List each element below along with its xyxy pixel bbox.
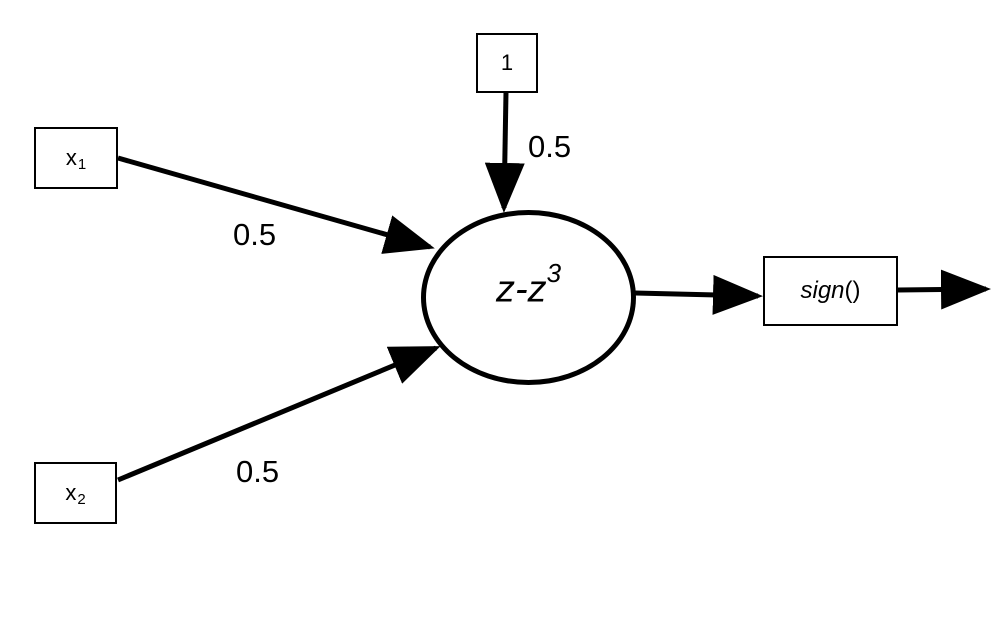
neuron-activation-label: z-z3 (495, 260, 561, 311)
edge-sign-to-output (897, 269, 991, 310)
weight-bias-label: 0.5 (528, 129, 572, 164)
input-x2-subscript: 2 (77, 490, 86, 508)
bias-input-box: 1 (476, 33, 538, 93)
input-x2-base: x (65, 480, 77, 505)
weight-x2-label: 0.5 (236, 454, 280, 489)
sign-function-parens: () (844, 277, 861, 304)
input-x1-base: x (65, 145, 77, 170)
edge-neuron-to-sign (633, 274, 763, 315)
edge-x2-to-neuron (117, 345, 441, 483)
sign-function-box: sign() (763, 256, 898, 326)
input-x1-subscript: 1 (77, 155, 87, 173)
neuron-expression: z-z (495, 268, 547, 311)
edge-x1-to-neuron (117, 155, 435, 254)
weight-x1-label: 0.5 (233, 217, 277, 252)
edge-bias-to-neuron (484, 91, 525, 213)
sign-function-name: sign (800, 277, 845, 304)
neuron-node: z-z3 (421, 210, 636, 385)
neuron-exponent: 3 (546, 258, 562, 289)
bias-input-label: 1 (500, 50, 514, 75)
